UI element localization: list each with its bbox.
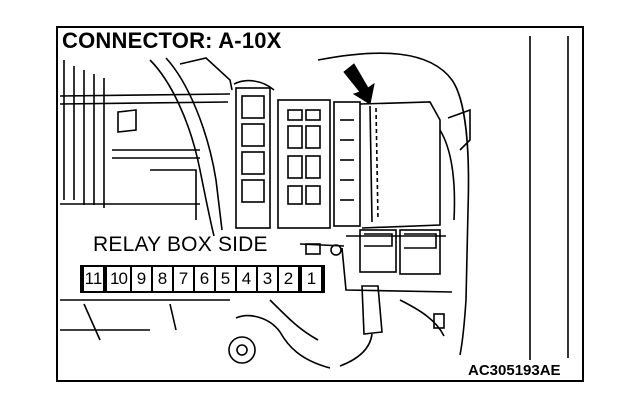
- pin-6: 6: [195, 267, 216, 291]
- pin-group-left: 11: [82, 265, 107, 293]
- relay-box-side-label: RELAY BOX SIDE: [93, 233, 268, 256]
- pin-4: 4: [237, 267, 258, 291]
- arrow-down-icon: [343, 63, 375, 105]
- pin-group-right: 1: [300, 265, 325, 293]
- connector-pin-row: 11 10 9 8 7 6 5 4 3 2 1: [80, 265, 325, 293]
- pin-1: 1: [302, 267, 323, 291]
- pin-10: 10: [107, 267, 132, 291]
- figure-id: AC305193AE: [468, 362, 561, 379]
- pin-8: 8: [153, 267, 174, 291]
- pin-11: 11: [84, 267, 105, 291]
- connector-title: CONNECTOR: A-10X: [62, 28, 282, 53]
- pin-5: 5: [216, 267, 237, 291]
- pin-2: 2: [279, 267, 300, 291]
- pin-7: 7: [174, 267, 195, 291]
- pin-9: 9: [132, 267, 153, 291]
- pin-3: 3: [258, 267, 279, 291]
